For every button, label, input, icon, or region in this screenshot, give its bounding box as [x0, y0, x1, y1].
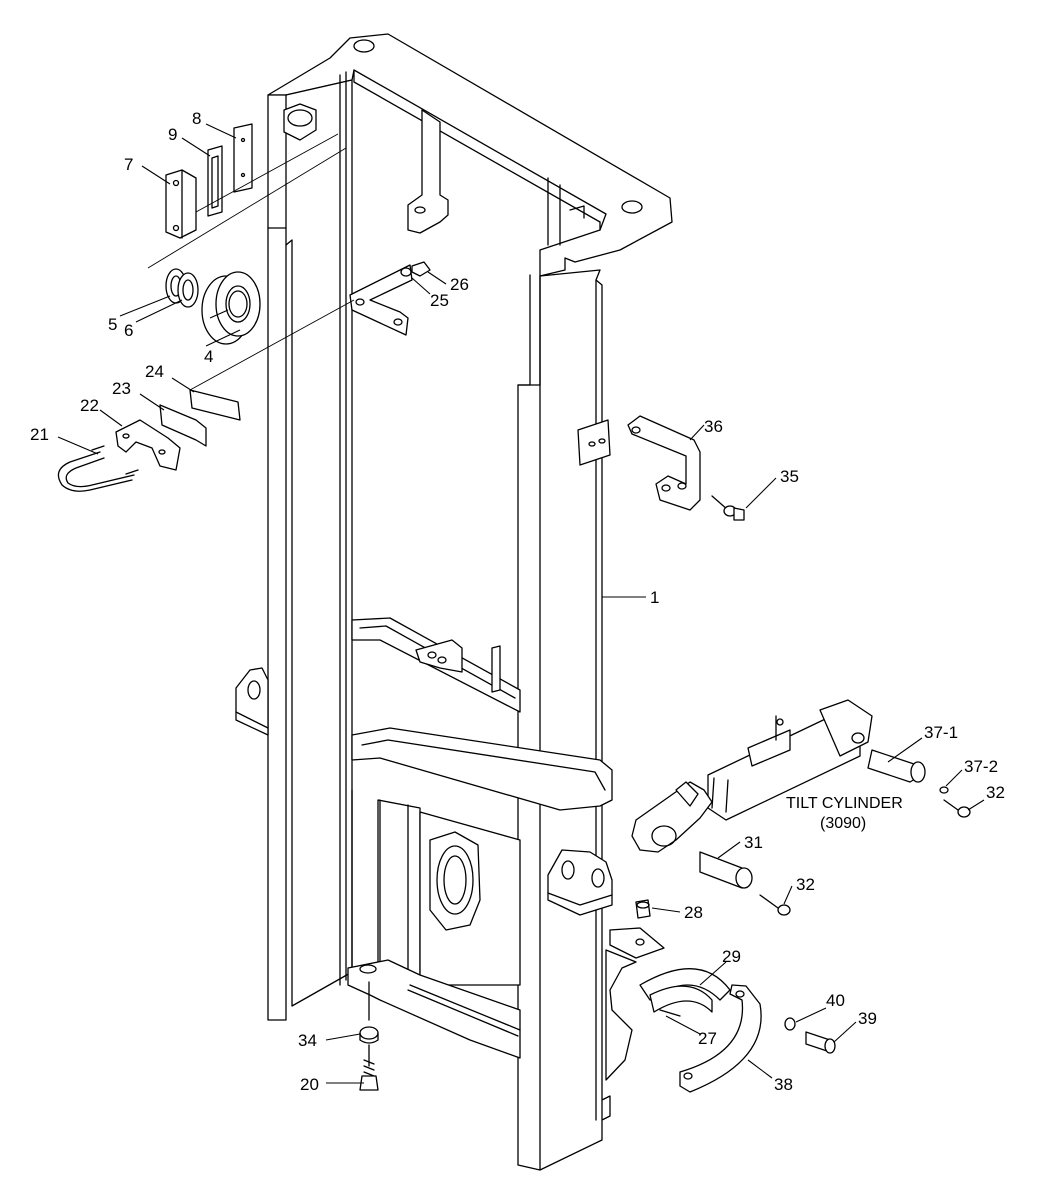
callout-4: 4: [204, 347, 213, 366]
callout-20: 20: [300, 1075, 319, 1094]
callout-38: 38: [774, 1075, 793, 1094]
callout-32-lower: 32: [796, 875, 815, 894]
callout-6: 6: [124, 321, 133, 340]
callout-35: 35: [780, 467, 799, 486]
callout-21: 21: [30, 425, 49, 444]
callout-22: 22: [80, 396, 99, 415]
callout-7: 7: [124, 155, 133, 174]
callout-36: 36: [704, 417, 723, 436]
callout-labels: 1 4 5 6 7 8 9 20 21 22 23 24 25 26 27 28…: [30, 109, 1005, 1094]
callout-40: 40: [826, 991, 845, 1010]
callout-1: 1: [650, 588, 659, 607]
callout-8: 8: [192, 109, 201, 128]
callout-27: 27: [698, 1029, 717, 1048]
callout-24: 24: [145, 362, 164, 381]
callout-37-1: 37-1: [924, 723, 958, 742]
callout-34: 34: [298, 1031, 317, 1050]
callout-28: 28: [684, 903, 703, 922]
callout-31: 31: [744, 833, 763, 852]
leader-lines: [57, 123, 985, 1084]
callout-26: 26: [450, 275, 469, 294]
tilt-cylinder-assembly: [631, 699, 971, 916]
callout-5: 5: [108, 315, 117, 334]
chain-anchor-parts: [57, 261, 431, 492]
callout-29: 29: [722, 947, 741, 966]
callout-23: 23: [112, 379, 131, 398]
callout-37-2: 37-2: [964, 757, 998, 776]
tilt-cylinder-title: TILT CYLINDER: [786, 795, 903, 812]
tilt-cylinder-code: (3090): [820, 815, 866, 832]
callout-25: 25: [430, 291, 449, 310]
callout-9: 9: [168, 125, 177, 144]
lower-pivot-parts: [359, 899, 836, 1093]
upper-left-parts: [147, 123, 347, 345]
callout-32-upper: 32: [986, 783, 1005, 802]
bracket-36: [627, 415, 745, 521]
callout-39: 39: [858, 1009, 877, 1028]
outer-mast-frame: [235, 33, 673, 1171]
